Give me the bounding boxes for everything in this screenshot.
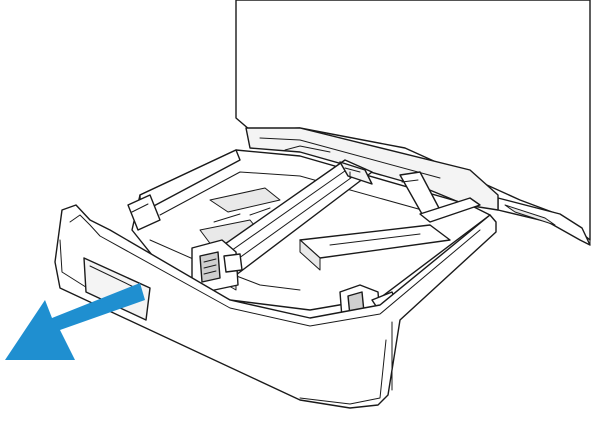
tray-cavity — [245, 127, 499, 211]
tray-left-wall — [127, 149, 241, 231]
printer-body — [235, 0, 591, 246]
tray-latch — [191, 239, 243, 293]
pull-direction-arrow — [5, 283, 145, 360]
tray-front — [54, 204, 497, 409]
tray-right-guide — [299, 171, 481, 271]
